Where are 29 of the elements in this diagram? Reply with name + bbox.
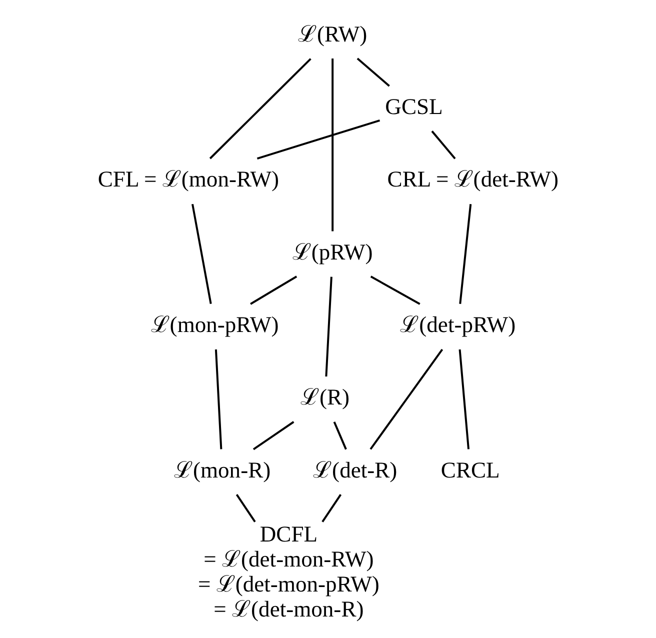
node-text: ℒ(pRW): [292, 239, 372, 264]
connector: [191, 204, 212, 304]
connector: [250, 276, 297, 305]
connector: [370, 276, 420, 305]
connector: [208, 58, 311, 160]
connector: [256, 119, 380, 160]
connector: [252, 421, 294, 450]
node-text: CRL = ℒ(det-RW): [386, 166, 558, 192]
connector: [332, 421, 346, 450]
node-text: ℒ(det-pRW): [400, 312, 516, 338]
node-text: ℒ(RW): [298, 21, 367, 46]
connector: [369, 348, 443, 450]
node-text: CRCL: [440, 457, 500, 482]
connector: [356, 58, 390, 87]
connector: [458, 204, 472, 304]
node-text: ℒ(mon-R): [173, 457, 270, 482]
connector: [235, 494, 256, 522]
connector: [324, 276, 332, 377]
node-text: DCFL = ℒ(det-mon-RW) = ℒ(det-mon-pRW) = ℒ(det-mon-R): [198, 521, 379, 622]
connector: [331, 58, 334, 232]
node-text: ℒ(mon-pRW): [150, 312, 278, 338]
node-text: CFL = ℒ(mon-RW): [97, 166, 279, 192]
node-text: ℒ(R): [300, 384, 350, 410]
connector: [430, 130, 456, 160]
connector: [214, 349, 222, 450]
node-text: ℒ(det-R): [312, 457, 397, 482]
connector: [458, 349, 470, 450]
node-text: GCSL: [384, 94, 442, 120]
connector: [321, 494, 342, 522]
